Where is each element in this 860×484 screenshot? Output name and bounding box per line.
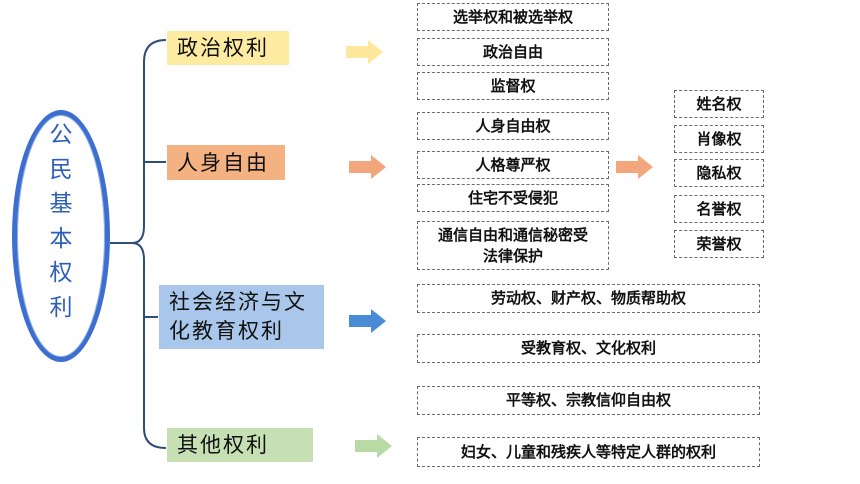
personal-item: 人格尊严权: [417, 151, 609, 179]
dignity-item-label: 荣誉权: [696, 234, 742, 253]
category-social-label-line1: 社会经济与文: [169, 290, 307, 314]
center-char: 基: [49, 191, 73, 217]
other-item: 平等权、宗教信仰自由权: [417, 386, 760, 415]
category-personal: 人身自由: [167, 145, 285, 180]
category-personal-label: 人身自由: [177, 150, 269, 175]
category-social-label-line2: 化教育权利: [169, 319, 284, 343]
political-item-label: 选举权和被选举权: [452, 7, 573, 26]
political-item: 政治自由: [417, 38, 609, 66]
category-political-label: 政治权利: [177, 36, 269, 60]
social-item: 受教育权、文化权利: [417, 334, 760, 363]
personal-item-label-line1: 通信自由和通信秘密受: [437, 225, 588, 244]
dignity-item: 姓名权: [674, 90, 764, 118]
center-char: 公: [49, 122, 73, 148]
arrow-social-icon: [349, 309, 387, 333]
political-item-label: 政治自由: [482, 42, 543, 61]
personal-item-label: 人格尊严权: [475, 155, 551, 174]
personal-item: 住宅不受侵犯: [417, 184, 609, 212]
center-title: 公 民 基 本 权 利: [38, 118, 84, 325]
arrow-political-icon: [346, 40, 384, 64]
center-char: 利: [49, 294, 73, 321]
arrow-personal-icon: [349, 155, 387, 179]
dignity-item: 隐私权: [674, 159, 764, 187]
category-other: 其他权利: [167, 428, 313, 462]
dignity-item: 名誉权: [674, 195, 764, 223]
dignity-item-label: 隐私权: [696, 163, 742, 182]
other-item: 妇女、儿童和残疾人等特定人群的权利: [417, 437, 760, 467]
personal-item: 人身自由权: [417, 112, 609, 140]
center-oval: [12, 110, 110, 362]
social-item-label: 受教育权、文化权利: [520, 339, 656, 357]
center-char: 权: [49, 260, 73, 286]
political-item: 监督权: [417, 72, 609, 100]
social-item-label: 劳动权、财产权、物质帮助权: [490, 289, 686, 307]
arrow-other-icon: [355, 434, 393, 458]
personal-item: 通信自由和通信秘密受 法律保护: [417, 221, 609, 270]
center-char: 民: [49, 156, 73, 183]
dignity-item-label: 名誉权: [696, 199, 742, 218]
personal-item-label: 住宅不受侵犯: [467, 188, 558, 207]
political-item: 选举权和被选举权: [417, 3, 609, 31]
dignity-item-label: 肖像权: [696, 129, 742, 148]
other-item-label: 妇女、儿童和残疾人等特定人群的权利: [460, 442, 716, 461]
center-char: 本: [49, 225, 73, 252]
category-political: 政治权利: [167, 31, 289, 65]
personal-item-label-line2: 法律保护: [482, 246, 543, 265]
category-other-label: 其他权利: [177, 433, 269, 457]
dignity-item-label: 姓名权: [696, 94, 742, 113]
other-item-label: 平等权、宗教信仰自由权: [505, 391, 671, 409]
social-item: 劳动权、财产权、物质帮助权: [417, 284, 760, 313]
arrow-dignity-icon: [616, 155, 654, 179]
dignity-item: 荣誉权: [674, 230, 764, 258]
dignity-item: 肖像权: [674, 125, 764, 153]
category-social: 社会经济与文 化教育权利: [159, 285, 324, 349]
personal-item-label: 人身自由权: [475, 116, 551, 135]
political-item-label: 监督权: [490, 76, 536, 95]
